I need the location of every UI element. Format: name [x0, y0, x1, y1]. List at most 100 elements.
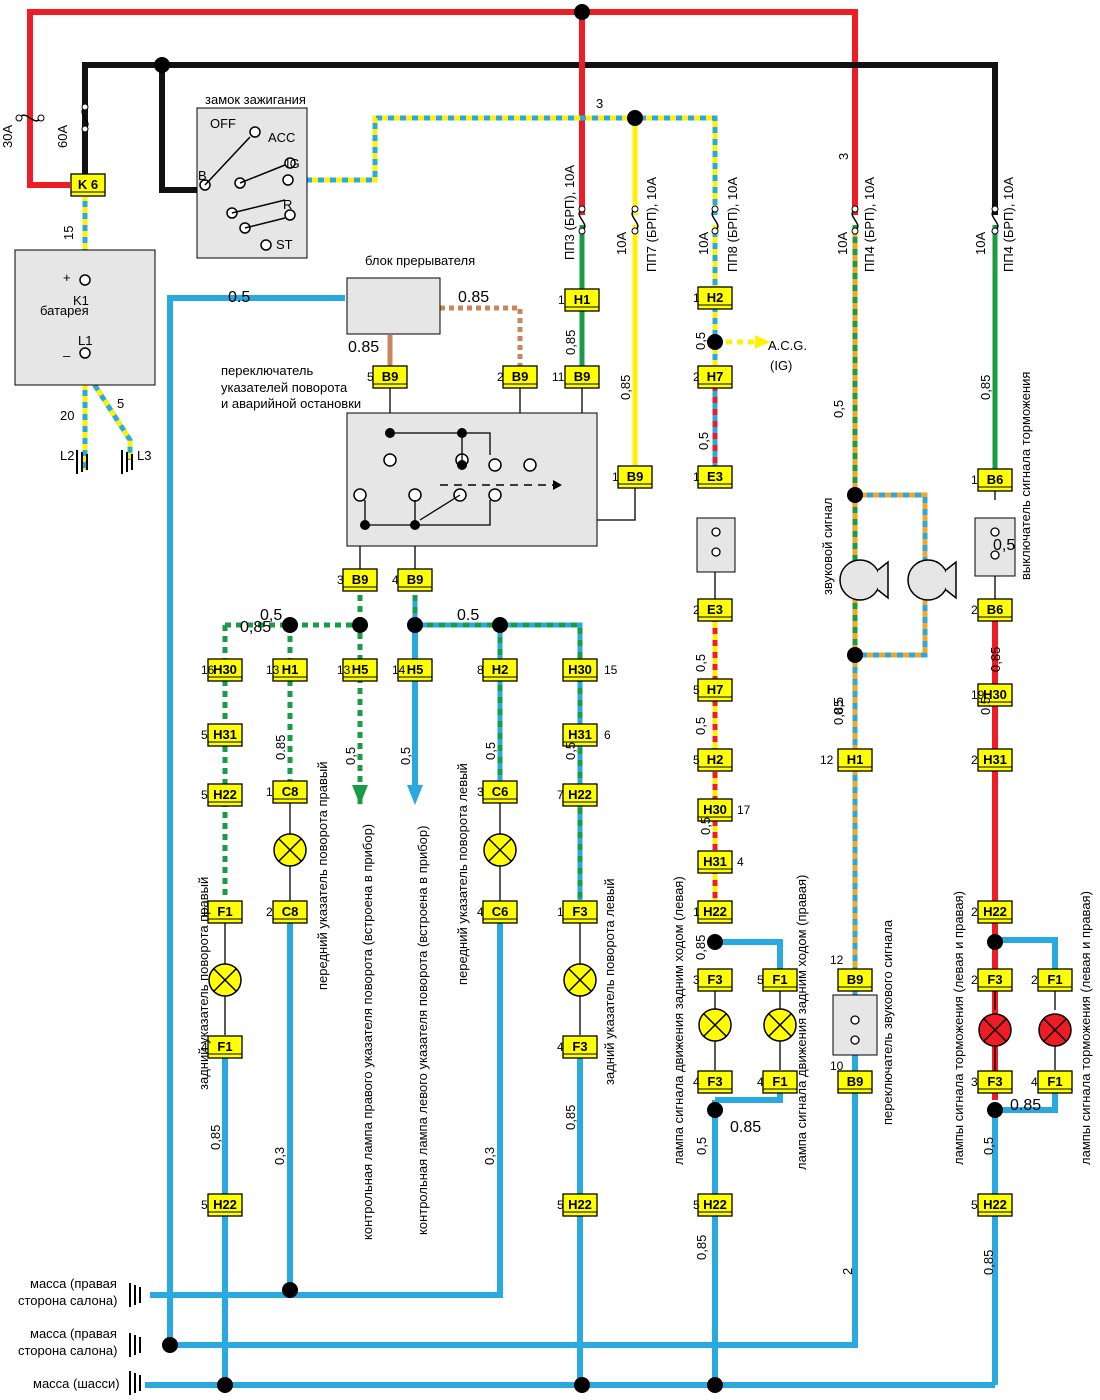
connector-pin-number: 1	[558, 293, 565, 307]
connector-f3: F3	[562, 1035, 598, 1059]
wire-gauge-label: 0,5	[693, 332, 708, 350]
wire-blue-brake	[995, 937, 1058, 975]
connector-body	[977, 1070, 1013, 1094]
connector-body	[372, 365, 408, 389]
connector-body	[397, 568, 433, 592]
connector-h22: H22	[207, 783, 243, 807]
connector-label: F3	[572, 1039, 587, 1054]
connector-pin-number: 5	[693, 683, 700, 697]
wire-gauge-label: 0,3	[482, 1147, 497, 1165]
connector-pin-number: 2	[693, 370, 700, 384]
connector-b6: B6	[977, 598, 1013, 622]
connector-label: F1	[772, 972, 787, 987]
connector-body	[837, 748, 873, 772]
connector-f1: F1	[1037, 968, 1073, 992]
connector-h5: H5	[397, 658, 433, 682]
wire-gauge-label: 0,85	[981, 1250, 996, 1275]
wire-red-30a	[27, 130, 70, 188]
fuse-pin	[851, 227, 859, 235]
wire-gauge-label: 0,85	[988, 647, 1003, 672]
connector-label: H2	[707, 290, 724, 305]
connector-f3: F3	[562, 900, 598, 924]
connector-h7: H7	[697, 678, 733, 702]
wire-gauge-label: 0,5	[993, 537, 1015, 554]
connector-label: B9	[512, 369, 529, 384]
switch-contact	[353, 488, 367, 502]
connector-body	[207, 1193, 243, 1217]
wire-gauge-label: 0,3	[272, 1147, 287, 1165]
junction-dot	[987, 1102, 1003, 1118]
ctrl-right-label: контрольная лампа правого указателя пово…	[360, 824, 375, 1240]
battery-k1: K1	[73, 293, 89, 308]
connector-body	[697, 850, 733, 874]
fuse-pin	[578, 205, 586, 213]
connector-body	[617, 465, 653, 489]
connector-pin-number: 3	[477, 785, 484, 799]
connector-label: H22	[568, 1197, 592, 1212]
connector-k6: K 6	[70, 173, 106, 197]
battery-plus: +	[63, 270, 71, 285]
connector-label: F3	[707, 972, 722, 987]
horn-icon	[839, 559, 889, 601]
connector-body	[977, 468, 1013, 492]
wire-gauge-label: 2	[840, 1268, 855, 1275]
ignition-contact	[282, 174, 294, 186]
junction-dot	[492, 617, 508, 633]
connector-h30: H30	[697, 798, 733, 822]
connector-h30: H30	[977, 683, 1013, 707]
connector-h31: H31	[697, 850, 733, 874]
wire-gauge-label: 0,5	[694, 1137, 709, 1155]
connector-pin-number: 17	[737, 803, 751, 817]
connector-label: H22	[703, 1197, 727, 1212]
connector-label: H22	[568, 787, 592, 802]
connector-b9: B9	[617, 465, 653, 489]
connector-h22: H22	[562, 1193, 598, 1217]
connector-label: B9	[574, 369, 591, 384]
connector-body	[207, 723, 243, 747]
wire-gauge-label: 0,5	[693, 717, 708, 735]
ignition-lever	[244, 217, 286, 229]
connector-body	[977, 1193, 1013, 1217]
connector-e3: E3	[697, 598, 733, 622]
connector-pin-number: 1	[612, 470, 619, 484]
connector-f3: F3	[977, 968, 1013, 992]
connector-b9: B9	[342, 568, 378, 592]
connector-body	[1037, 1070, 1073, 1094]
switch-contact	[408, 488, 422, 502]
connector-label: B6	[987, 602, 1004, 617]
junction-dot	[627, 110, 643, 126]
ctrl-left-label: контрольная лампа левого указателя повор…	[415, 826, 430, 1235]
junction-dot	[154, 57, 170, 73]
ignition-title: замок зажигания	[205, 92, 306, 107]
connector-pin-number: 2	[1031, 973, 1038, 987]
connector-label: H30	[213, 662, 237, 677]
reverse-switch-box	[696, 517, 736, 573]
connector-body	[697, 598, 733, 622]
lamp-cross-b	[568, 968, 592, 992]
connector-body	[397, 658, 433, 682]
l2-label: L2	[60, 448, 74, 463]
switch-node	[457, 460, 467, 470]
connector-pin-number: 2	[971, 603, 978, 617]
wire-red-main	[27, 9, 858, 215]
connector-body	[697, 1070, 733, 1094]
connector-label: H30	[568, 662, 592, 677]
fuse-pp4b-label: ПП4 (БРП), 10A	[1001, 177, 1016, 272]
connector-label: F1	[1047, 972, 1062, 987]
rev-left-label: лампа сигнала движения задним ходом (лев…	[671, 876, 686, 1165]
ground-1-label-a: масса (правая	[30, 1276, 117, 1291]
ignition-contact	[284, 209, 296, 221]
wire-gauge-label: 0,5	[981, 1137, 996, 1155]
wire-gauge-label: 0,5	[693, 654, 708, 672]
connector-h5: H5	[342, 658, 378, 682]
lamp-icon	[1038, 1013, 1072, 1047]
fuse-pin	[81, 103, 89, 111]
connector-f1: F1	[762, 1070, 798, 1094]
acg-ig-label: (IG)	[770, 358, 792, 373]
ignition-lever	[239, 164, 286, 184]
connector-pin-number: 3	[693, 973, 700, 987]
connector-label: C6	[492, 784, 509, 799]
connector-pin-number: 1	[693, 291, 700, 305]
rl-turn-label: задний указатель поворота левый	[602, 878, 617, 1085]
